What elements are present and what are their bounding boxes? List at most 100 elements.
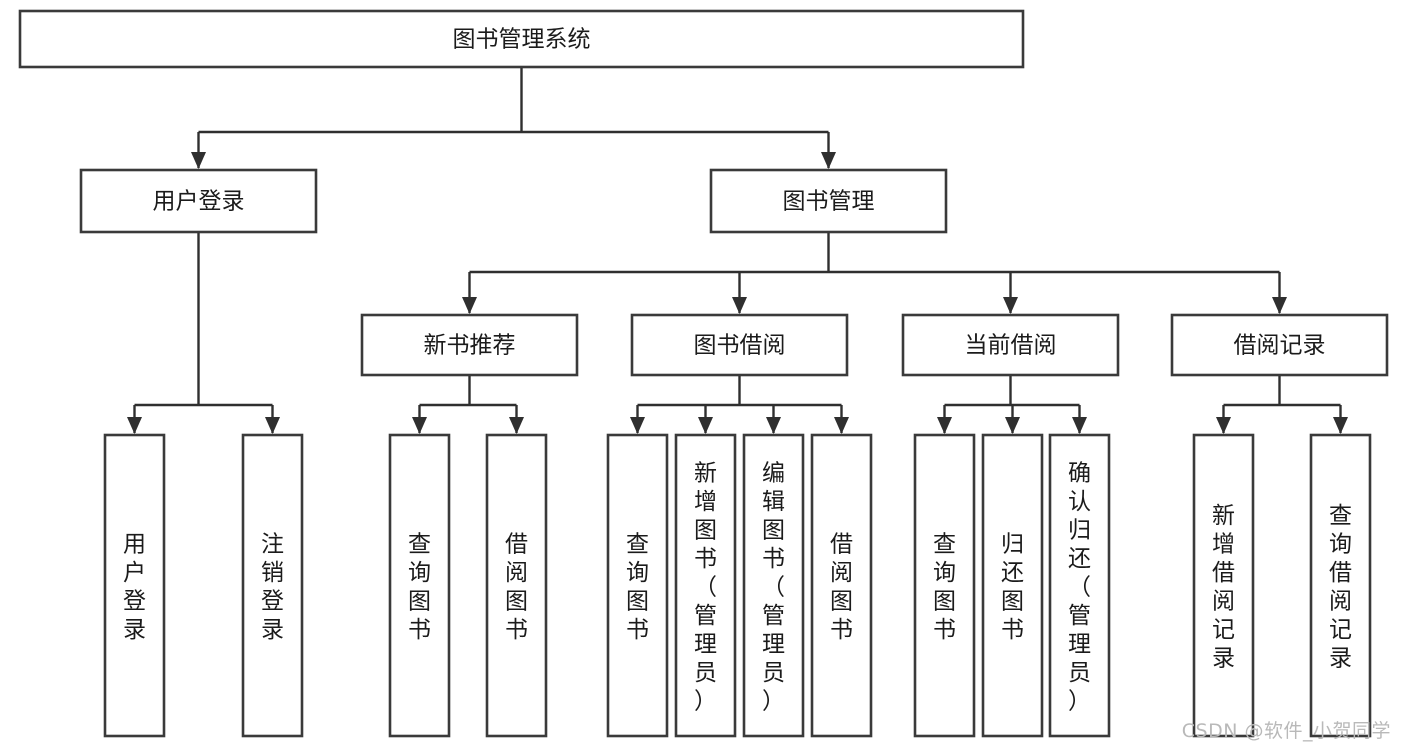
node-leaf-3-rect[interactable] [485, 433, 548, 738]
node-level3-2-rect[interactable] [901, 313, 1120, 377]
node-leaf-11[interactable] [1192, 433, 1255, 738]
svg-text:书: 书 [762, 546, 785, 572]
svg-text:确: 确 [1068, 460, 1091, 486]
svg-text:还: 还 [1001, 560, 1024, 586]
node-level3-2[interactable] [901, 313, 1120, 377]
svg-text:员: 员 [1068, 660, 1091, 686]
svg-text:图: 图 [762, 517, 785, 543]
node-level3-2-label: 当前借阅 [965, 333, 1057, 359]
node-level2-1-label: 图书管理 [783, 189, 875, 215]
svg-text:借: 借 [830, 532, 853, 558]
svg-text:）: ） [694, 688, 717, 714]
node-leaf-1[interactable] [241, 433, 304, 738]
node-leaf-11-rect[interactable] [1192, 433, 1255, 738]
node-level3-0[interactable] [360, 313, 579, 377]
svg-text:录: 录 [261, 617, 284, 643]
node-leaf-9-rect[interactable] [981, 433, 1044, 738]
svg-text:登: 登 [261, 589, 284, 615]
node-level3-3-label: 借阅记录 [1234, 333, 1326, 359]
node-leaf-6[interactable] [742, 433, 805, 738]
node-leaf-0-label: 用户登录 [123, 532, 146, 644]
svg-text:图: 图 [933, 589, 956, 615]
node-leaf-0-rect[interactable] [103, 433, 166, 738]
svg-text:图: 图 [694, 517, 717, 543]
svg-text:认: 认 [1068, 489, 1091, 515]
svg-text:询: 询 [1329, 532, 1352, 558]
node-level2-0[interactable] [79, 168, 318, 234]
svg-text:查: 查 [1329, 503, 1352, 529]
svg-text:阅: 阅 [1212, 589, 1235, 615]
svg-text:登: 登 [123, 589, 146, 615]
svg-text:询: 询 [933, 560, 956, 586]
svg-text:新: 新 [1212, 503, 1235, 529]
svg-text:书: 书 [1001, 617, 1024, 643]
svg-text:管: 管 [1068, 603, 1091, 629]
svg-text:阅: 阅 [1329, 589, 1352, 615]
svg-text:借: 借 [1329, 560, 1352, 586]
svg-text:编: 编 [762, 460, 785, 486]
svg-text:辑: 辑 [762, 489, 785, 515]
node-leaf-10-rect[interactable] [1048, 433, 1111, 738]
node-level3-3-rect[interactable] [1170, 313, 1389, 377]
node-level3-1-rect[interactable] [630, 313, 849, 377]
node-leaf-7-rect[interactable] [810, 433, 873, 738]
node-leaf-6-rect[interactable] [742, 433, 805, 738]
svg-text:图: 图 [408, 589, 431, 615]
svg-text:录: 录 [123, 617, 146, 643]
svg-text:理: 理 [1068, 631, 1091, 657]
node-leaf-0[interactable] [103, 433, 166, 738]
node-leaf-4-rect[interactable] [606, 433, 669, 738]
node-leaf-10[interactable] [1048, 433, 1111, 738]
node-root-system[interactable] [18, 9, 1025, 69]
node-root-system-rect[interactable] [18, 9, 1025, 69]
svg-text:（: （ [1068, 574, 1091, 600]
node-leaf-12-rect[interactable] [1309, 433, 1372, 738]
svg-text:记: 记 [1329, 617, 1352, 643]
svg-text:用: 用 [123, 532, 146, 558]
node-level3-0-rect[interactable] [360, 313, 579, 377]
node-leaf-3[interactable] [485, 433, 548, 738]
node-leaf-2-rect[interactable] [388, 433, 451, 738]
node-leaf-5-rect[interactable] [674, 433, 737, 738]
svg-text:销: 销 [261, 560, 284, 586]
node-level3-1[interactable] [630, 313, 849, 377]
svg-text:注: 注 [261, 532, 284, 558]
node-leaf-7[interactable] [810, 433, 873, 738]
node-level2-1-rect[interactable] [709, 168, 948, 234]
svg-text:录: 录 [1212, 646, 1235, 672]
node-leaf-4[interactable] [606, 433, 669, 738]
node-leaf-8-rect[interactable] [913, 433, 976, 738]
svg-text:查: 查 [933, 532, 956, 558]
svg-text:阅: 阅 [505, 560, 528, 586]
node-boxes: 图书管理系统用户登录图书管理新书推荐图书借阅当前借阅借阅记录用户登录注销登录查询… [18, 9, 1389, 738]
svg-text:新: 新 [694, 460, 717, 486]
node-leaf-2[interactable] [388, 433, 451, 738]
svg-text:书: 书 [830, 617, 853, 643]
node-leaf-9[interactable] [981, 433, 1044, 738]
svg-text:图: 图 [1001, 589, 1024, 615]
node-leaf-12[interactable] [1309, 433, 1372, 738]
node-leaf-8[interactable] [913, 433, 976, 738]
node-leaf-1-rect[interactable] [241, 433, 304, 738]
node-level2-1[interactable] [709, 168, 948, 234]
svg-text:员: 员 [694, 660, 717, 686]
node-level3-3[interactable] [1170, 313, 1389, 377]
svg-text:员: 员 [762, 660, 785, 686]
svg-text:管: 管 [694, 603, 717, 629]
svg-text:书: 书 [694, 546, 717, 572]
svg-text:）: ） [762, 688, 785, 714]
node-level2-0-rect[interactable] [79, 168, 318, 234]
node-leaf-5[interactable] [674, 433, 737, 738]
connector-lines [127, 67, 1348, 434]
svg-text:图: 图 [626, 589, 649, 615]
node-root-system-label: 图书管理系统 [453, 27, 591, 53]
